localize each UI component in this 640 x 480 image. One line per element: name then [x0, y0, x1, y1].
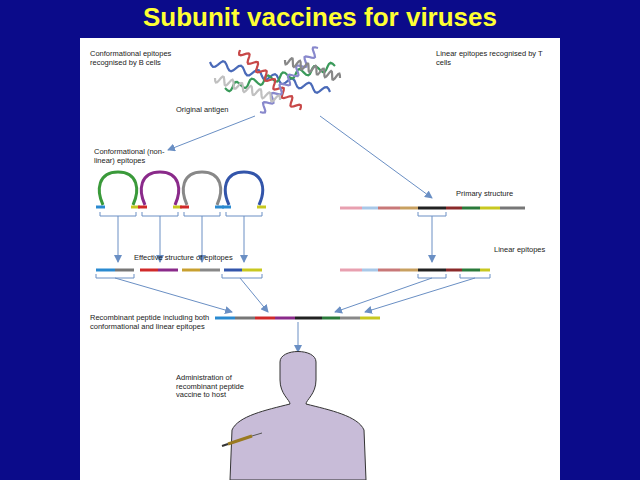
helix	[215, 77, 280, 102]
annotation-label: Linear epitopes recognised by T cells	[436, 50, 551, 67]
annotation-label: Primary structure	[456, 190, 536, 199]
host-figure	[230, 352, 366, 480]
annotation-label: Recombinant peptide including both confo…	[90, 314, 210, 331]
slide-title: Subunit vaccines for viruses	[0, 2, 640, 33]
antigen-helices	[210, 47, 340, 112]
annotation-label: Linear epitopes	[494, 246, 554, 255]
annotation-label: Effective structure of epitopes	[134, 254, 254, 263]
annotation-label: Conformational (non-linear) epitopes	[94, 148, 174, 165]
syringe	[222, 433, 262, 446]
loop-bases	[96, 206, 266, 209]
helix	[285, 58, 340, 80]
annotation-label: Original antigen	[176, 106, 236, 115]
epitope-loops	[99, 172, 262, 205]
annotation-label: Conformational epitopes recognised by B …	[90, 50, 200, 67]
helix	[260, 47, 318, 112]
annotation-label: Administration of recombinant peptide va…	[176, 374, 268, 400]
sequence-bars	[96, 208, 525, 318]
brackets	[96, 212, 490, 278]
